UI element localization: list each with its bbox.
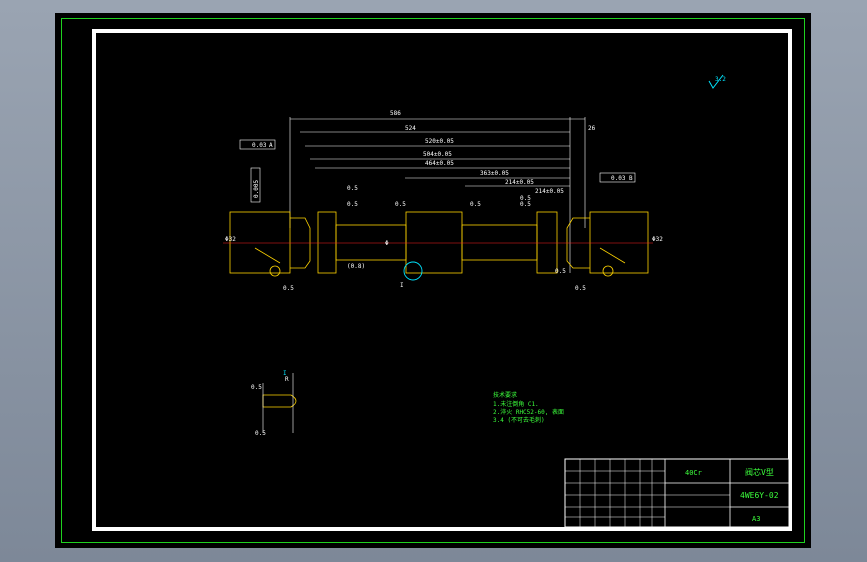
dim-chamfer-left: (0.8) xyxy=(347,263,365,270)
dim-g: 214±0.05 xyxy=(535,188,564,195)
part-name-text: 阀芯V型 xyxy=(745,467,774,477)
notes-line2: 2.淬火 RHC52-60, 表面 xyxy=(493,408,564,416)
dim-b: 520±0.05 xyxy=(425,138,454,145)
tolerance-frame-right: 0.03 B xyxy=(599,172,636,183)
detail-dim-b: 0.5 xyxy=(255,430,266,437)
notes-heading: 技术要求 xyxy=(493,391,517,399)
dimension-texts: 586 524 520±0.05 504±0.05 464±0.05 363±0… xyxy=(225,110,663,292)
material-text: 40Cr xyxy=(685,469,702,477)
detail-label: I xyxy=(283,370,287,377)
dim-overall: 586 xyxy=(390,110,401,117)
detail-view: I 0.5 0.5 R xyxy=(251,370,297,437)
dim-small-f: 0.5 xyxy=(520,201,531,208)
dim-small-c: 0.5 xyxy=(395,201,406,208)
dim-c: 504±0.05 xyxy=(423,151,452,158)
vertical-tol-value: 0.005 xyxy=(253,180,260,198)
dim-small-g: 0.5 xyxy=(555,268,566,275)
detail-mark-text: I xyxy=(400,282,404,289)
drawing-frame xyxy=(92,29,792,531)
title-block-grid xyxy=(565,459,730,527)
dimension-lines xyxy=(289,117,586,273)
technical-notes: 技术要求 1.未注倒角 C1. 2.淬火 RHC52-60, 表面 3.4 (不… xyxy=(493,391,564,424)
dim-diameter-left: Φ32 xyxy=(225,236,236,243)
tolerance-frame-vertical: 0.005 xyxy=(250,167,261,203)
detail-dim-c: R xyxy=(285,376,289,383)
drawing-number-text: 4WE6Y-02 xyxy=(740,491,779,500)
dim-right-end: 26 xyxy=(588,125,596,132)
dim-small-a: 0.5 xyxy=(347,185,358,192)
shaft-outline xyxy=(229,211,649,277)
dim-bottom-right: 0.5 xyxy=(575,285,586,292)
dim-small-b: 0.5 xyxy=(347,201,358,208)
dim-diameter-right: Φ32 xyxy=(652,236,663,243)
detail-dim-a: 0.5 xyxy=(251,384,262,391)
drawing-sheet[interactable]: 3.2 xyxy=(55,13,811,548)
dim-small-d: 0.5 xyxy=(470,201,481,208)
sheet-size-text: A3 xyxy=(752,515,760,523)
tol-right-value: 0.03 xyxy=(611,175,626,182)
dim-a: 524 xyxy=(405,125,416,132)
dim-f: 214±0.05 xyxy=(505,179,534,186)
notes-line1: 1.未注倒角 C1. xyxy=(493,400,539,408)
dim-bottom-left: 0.5 xyxy=(283,285,294,292)
roughness-symbol: 3.2 xyxy=(708,74,726,89)
detail-callout-circle[interactable] xyxy=(403,261,423,281)
title-block[interactable]: 40Cr 阀芯V型 4WE6Y-02 A3 xyxy=(564,458,790,528)
dim-d: 464±0.05 xyxy=(425,160,454,167)
drawing-canvas[interactable]: 3.2 xyxy=(55,13,811,548)
tol-left-ref: A xyxy=(269,142,273,149)
tol-right-ref: B xyxy=(629,175,633,182)
outer-frame xyxy=(61,18,805,543)
dim-diameter-mid: Φ xyxy=(385,240,389,247)
tol-left-value: 0.03 xyxy=(252,142,267,149)
notes-line3: 3.4 (不可去毛刺) xyxy=(493,416,545,424)
dim-e: 363±0.05 xyxy=(480,170,509,177)
dim-small-e: 0.5 xyxy=(520,195,531,202)
tolerance-frame-left: 0.03 A xyxy=(239,139,276,150)
roughness-label: 3.2 xyxy=(715,76,726,83)
